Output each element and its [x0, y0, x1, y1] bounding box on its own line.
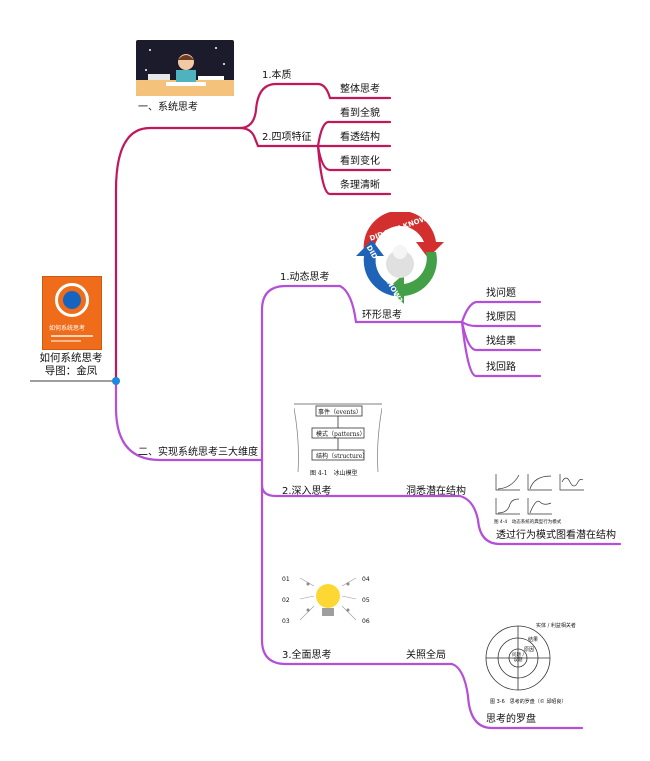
compass-rings-icon: [485, 625, 551, 691]
pattern-charts-icon: [495, 474, 584, 515]
book-cover-image: 如何系统思考: [42, 276, 102, 350]
leaf-line-5: [316, 144, 392, 196]
did-you-know-image: DID YOU KNOW? DID YOU KNOW? DID YOU KNOW…: [344, 212, 456, 304]
branch2-to-sub3: [260, 483, 454, 666]
leaf-line-2: [316, 120, 392, 148]
iceberg-model-image: 事件（events） 模式（patterns） 结构（structure） 图 …: [294, 392, 382, 480]
branch2-label: 二、实现系统思考三大维度: [138, 447, 258, 458]
root-title: 如何系统思考 导图：金凤: [26, 352, 116, 378]
leaf-看透结构: 看透结构: [340, 132, 380, 143]
branch2-trunk: [114, 379, 264, 462]
book-inner-circle: [63, 291, 81, 309]
branch2-sub2-label: 2.深入思考: [282, 486, 332, 497]
mid-关照全局: 关照全局: [406, 650, 446, 661]
compass-outer-label: 实体 / 利益相关者: [536, 623, 576, 629]
bulb-label-06: 06: [362, 618, 370, 625]
leaf-透过行为模式图看潜在结构: 透过行为模式图看潜在结构: [496, 530, 616, 541]
lightbulb-ideas-image: 01 02 03 04 05 06: [282, 570, 374, 628]
bulb-label-01: 01: [282, 576, 290, 583]
branch2-to-sub1: [260, 284, 342, 462]
branch1-label: 一、系统思考: [138, 102, 198, 113]
iceberg-icon: [294, 403, 382, 473]
leaf-看到变化: 看到变化: [340, 156, 380, 167]
leaf-思考的罗盘: 思考的罗盘: [486, 714, 536, 725]
iceberg-events: 事件（events）: [318, 409, 362, 416]
sub1-to-mid: [338, 284, 464, 324]
did-you-know-ring-icon: [356, 212, 444, 304]
root-author-text: 导图：金凤: [44, 365, 98, 377]
leaf-看到全貌: 看到全貌: [340, 108, 380, 119]
branch1-sub2-label: 2.四项特征: [262, 132, 312, 143]
sub2-leaf: [458, 494, 622, 546]
patterns-caption: 图 4-4 动态系统的典型行为模式: [494, 520, 562, 525]
root-dot: [112, 377, 120, 385]
leaf-找结果: 找结果: [486, 336, 516, 347]
mid-环形思考: 环形思考: [362, 310, 402, 321]
bulb-label-05: 05: [362, 597, 370, 604]
compass-center-label: 问题 / 议题: [512, 653, 524, 663]
sub1-leaf-4: [460, 320, 542, 378]
iceberg-structure: 结构（structure）: [316, 453, 369, 460]
behavior-patterns-image: 图 4-4 动态系统的典型行为模式: [492, 470, 588, 528]
leaf-条理清晰: 条理清晰: [340, 180, 380, 191]
branch2-sub3-label: 3.全面思考: [282, 650, 332, 661]
branch2-lines: [114, 284, 622, 730]
iceberg-caption: 图 4-1 冰山模型: [310, 470, 358, 477]
leaf-line-1: [316, 82, 392, 100]
branch1-to-sub2: [238, 126, 320, 148]
bulb-label-03: 03: [282, 618, 290, 625]
branch1-to-sub1: [238, 82, 320, 130]
leaf-找原因: 找原因: [486, 312, 516, 323]
leaf-找问题: 找问题: [486, 288, 516, 299]
mid-洞悉潜在结构: 洞悉潜在结构: [406, 486, 466, 497]
book-circle-icon: [55, 283, 89, 317]
student-studying-image: [136, 40, 234, 96]
branch1-sub1-label: 1.本质: [262, 70, 292, 81]
bulb-label-04: 04: [362, 576, 370, 583]
book-cover-title: 如何系统思考: [49, 325, 86, 332]
branch1-lines: [114, 82, 392, 383]
branch2-sub1-label: 1.动态思考: [280, 272, 330, 283]
compass-cause-label: 原因: [524, 647, 535, 653]
student-illustration-icon: [136, 47, 234, 96]
leaf-整体思考: 整体思考: [340, 84, 380, 95]
compass-result-label: 结果: [528, 637, 539, 643]
iceberg-patterns: 模式（patterns）: [316, 431, 366, 438]
branch1-trunk: [114, 126, 242, 383]
bulb-label-02: 02: [282, 597, 290, 604]
thinking-compass-image: 实体 / 利益相关者 结果 原因 问题 / 议题 图 3-6 思考的罗盘（© 邱…: [482, 618, 582, 708]
root-title-text: 如何系统思考: [39, 352, 103, 364]
leaf-找回路: 找回路: [486, 362, 516, 373]
compass-caption: 图 3-6 思考的罗盘（© 邱昭良）: [490, 699, 567, 705]
sub3-leaf: [450, 662, 584, 730]
lightbulb-icon: [299, 577, 357, 621]
sub1-leaf-1: [460, 300, 542, 324]
